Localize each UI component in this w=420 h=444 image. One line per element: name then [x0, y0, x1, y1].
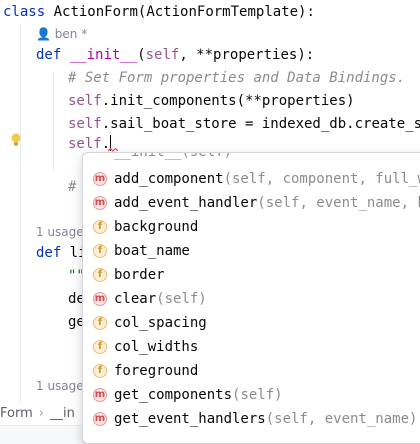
completion-item-name: __init__(self) [114, 152, 233, 160]
method-icon: m [93, 412, 107, 426]
self-keyword: self [68, 136, 102, 152]
completion-item-signature: (self, event_name) [265, 411, 418, 427]
field-icon: f [93, 340, 107, 354]
completion-item-label: border [114, 267, 165, 283]
author-name: ben * [54, 27, 88, 41]
code-line-init-components[interactable]: self.init_components(**properties) [68, 89, 355, 113]
code-line-self-dot[interactable]: self. [68, 132, 112, 156]
completion-item-signature: (self) [156, 291, 207, 307]
completion-item[interactable]: m add_event_handler(self, event_name, ha [83, 191, 420, 215]
completion-item-name: get_components(self) [114, 383, 283, 407]
self-keyword: self [68, 116, 102, 132]
completion-item-name: background [114, 215, 198, 239]
code-line[interactable]: de [68, 291, 85, 307]
code-line-def-init[interactable]: def __init__(self, **properties): [36, 43, 314, 67]
completion-item-signature: (self, event_name, ha [257, 195, 420, 211]
code-text: . [101, 136, 111, 152]
breadcrumb-item[interactable]: Form [0, 406, 33, 421]
completion-item-name: foreground [114, 359, 198, 383]
code-text: .sail_boat_store = indexed_db.create_sto [101, 116, 420, 132]
method-icon: m [93, 196, 107, 210]
function-name: __init__ [69, 47, 138, 63]
indent-guide [53, 72, 54, 172]
code-completion-popup[interactable]: __init__(self) m add_component(self, comp… [82, 152, 420, 444]
field-icon: f [93, 220, 107, 234]
breadcrumb: Form › __in [0, 403, 420, 425]
self-keyword: self [68, 93, 102, 109]
completion-item-signature: (self, component, full_wi [223, 171, 420, 187]
class-name: ActionForm [53, 4, 138, 20]
completion-item[interactable]: m add_component(self, component, full_wi [83, 167, 420, 191]
code-line-def[interactable]: def li [36, 241, 87, 265]
usage-hint[interactable]: 1 usage [36, 225, 84, 239]
code-comment[interactable]: # [68, 179, 77, 195]
completion-item-name: col_spacing [114, 311, 207, 335]
author-hint[interactable]: 👤 ben * [36, 22, 87, 46]
breadcrumb-separator: › [38, 406, 44, 421]
usage-hint[interactable]: 1 usage [36, 379, 84, 393]
method-icon: m [93, 292, 107, 306]
completion-item[interactable]: m get_event_handlers(self, event_name) [83, 407, 420, 431]
completion-item-name: border [114, 263, 165, 287]
completion-item-name: add_component(self, component, full_wi [114, 167, 420, 191]
person-icon: 👤 [36, 27, 51, 41]
breadcrumb-item[interactable]: __in [49, 406, 75, 421]
error-squiggle [108, 148, 118, 152]
completion-item-name: get_event_handlers(self, event_name) [114, 407, 417, 431]
completion-item-label: add_component [114, 171, 224, 187]
completion-item-partial[interactable]: __init__(self) [83, 152, 420, 164]
text-caret [110, 135, 112, 151]
lightbulb-icon[interactable] [10, 133, 22, 147]
code-line-store[interactable]: self.sail_boat_store = indexed_db.create… [68, 112, 420, 136]
completion-item-name: add_event_handler(self, event_name, ha [114, 191, 420, 215]
completion-item-label: add_event_handler [114, 195, 258, 211]
completion-item[interactable]: f col_widths [83, 335, 420, 359]
completion-item[interactable]: f boat_name [83, 239, 420, 263]
keyword: class [3, 4, 46, 20]
method-icon: m [93, 172, 107, 186]
code-comment[interactable]: # Set Form properties and Data Bindings. [68, 70, 406, 86]
completion-item-name: col_widths [114, 335, 198, 359]
keyword: def [36, 245, 62, 261]
completion-item-label: col_widths [114, 339, 199, 355]
completion-item[interactable]: f col_spacing [83, 311, 420, 335]
completion-item-label: col_spacing [114, 315, 207, 331]
field-icon: f [93, 364, 107, 378]
code-line[interactable]: ge [68, 314, 85, 330]
code-text: (ActionFormTemplate): [137, 4, 315, 20]
keyword: def [36, 47, 62, 63]
self-keyword: self [145, 47, 180, 63]
code-line-docstring[interactable]: "" [68, 268, 85, 284]
code-text: .init_components(**properties) [101, 93, 355, 109]
completion-item-label: foreground [114, 363, 199, 379]
completion-item-signature: (self) [232, 387, 283, 403]
completion-item-label: get_event_handlers [114, 411, 266, 427]
completion-item-label: boat_name [114, 243, 190, 259]
field-icon: f [93, 244, 107, 258]
completion-item-label: get_components [114, 387, 233, 403]
completion-item-name: boat_name [114, 239, 190, 263]
completion-item[interactable]: m get_components(self) [83, 383, 420, 407]
completion-item[interactable]: f foreground [83, 359, 420, 383]
code-text: , **properties): [179, 47, 315, 63]
field-icon: f [93, 268, 107, 282]
code-text: ( [137, 47, 146, 63]
completion-item-name: clear(self) [114, 287, 207, 311]
completion-item-label: background [114, 219, 199, 235]
completion-item-label: clear [114, 291, 157, 307]
indent-guide [20, 24, 21, 404]
code-line-class[interactable]: class ActionForm(ActionFormTemplate): [3, 0, 315, 24]
method-icon: m [93, 388, 107, 402]
completion-item[interactable]: f background [83, 215, 420, 239]
field-icon: f [93, 316, 107, 330]
